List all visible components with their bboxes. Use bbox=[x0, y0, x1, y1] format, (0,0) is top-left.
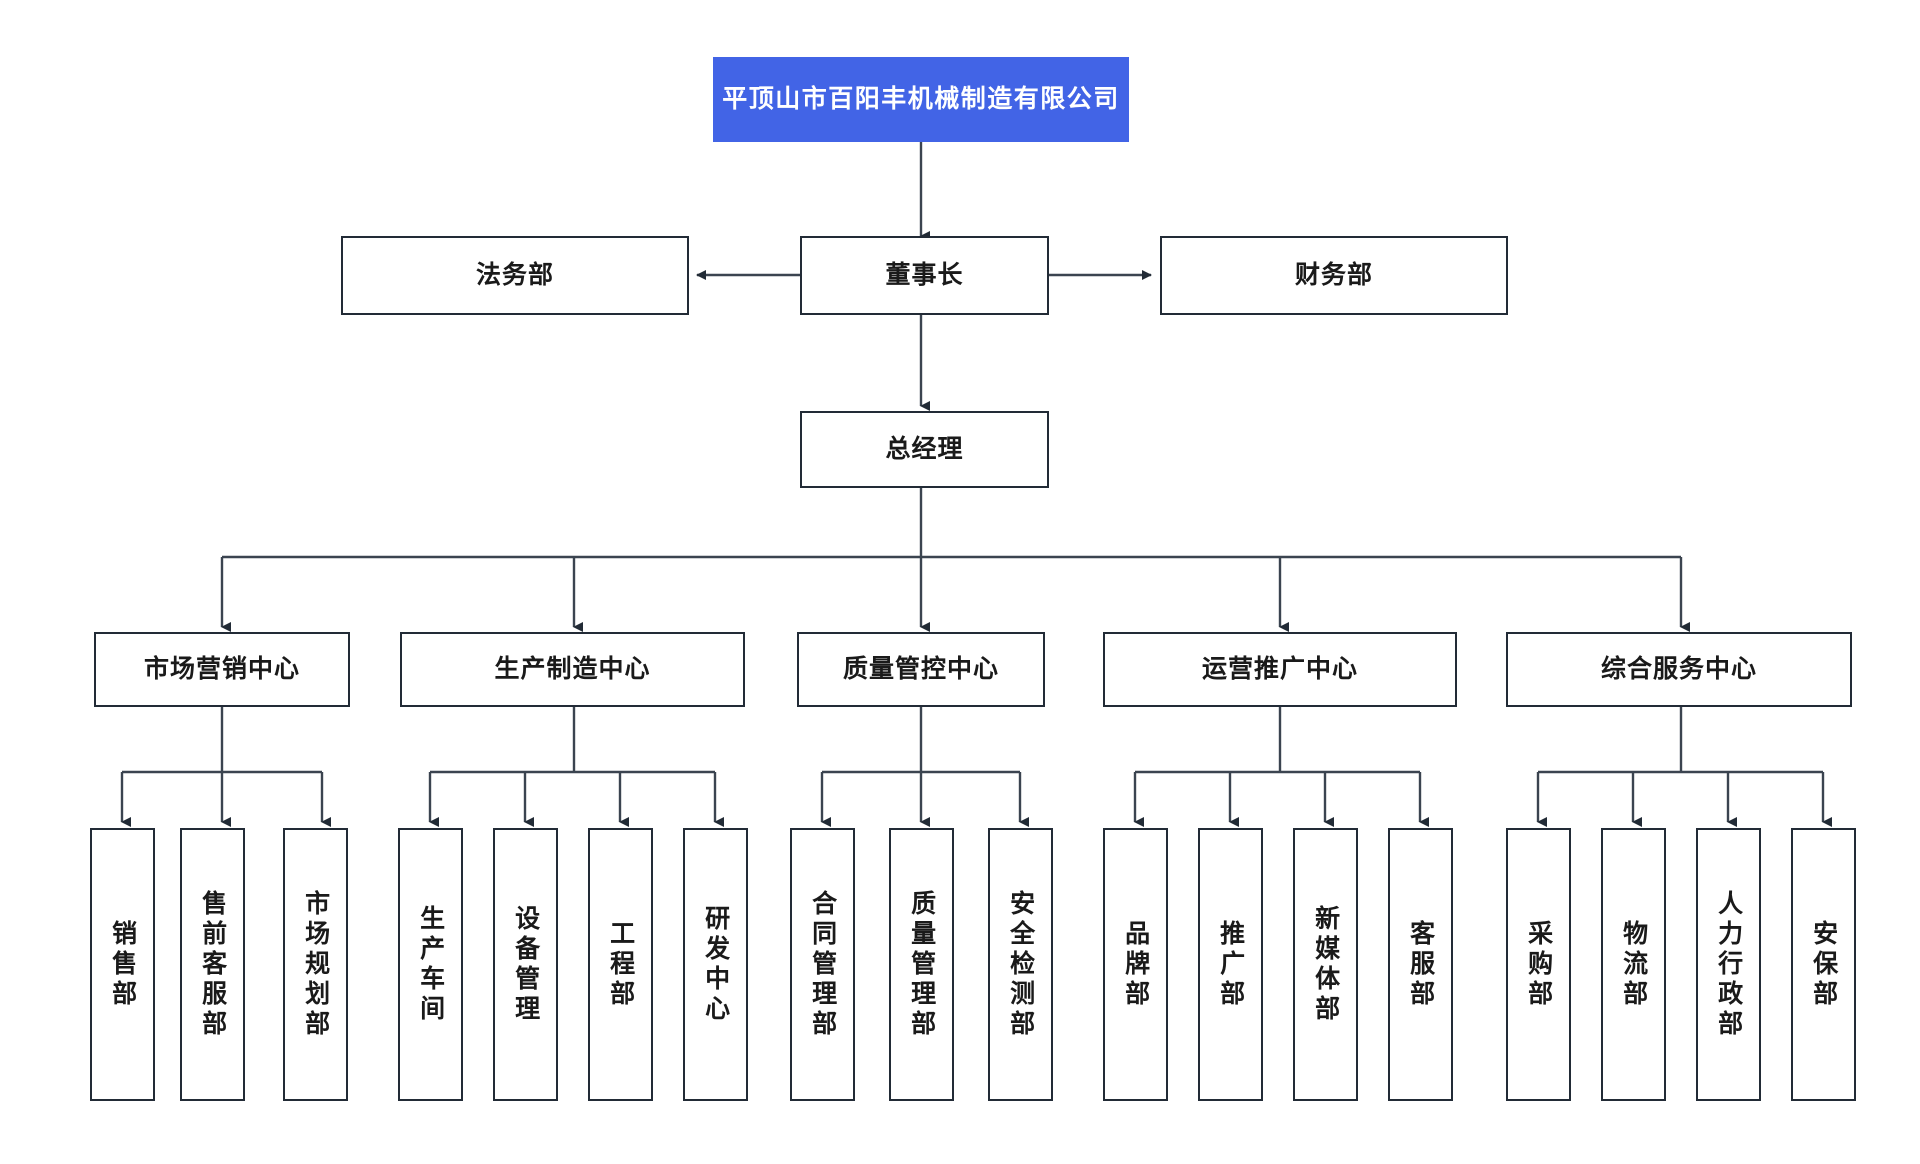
node-department-new-media[interactable]: 新媒体部 bbox=[1293, 828, 1358, 1101]
node-label: 质量管控中心 bbox=[842, 654, 999, 683]
node-label: 质量管理部 bbox=[907, 889, 936, 1040]
node-label: 综合服务中心 bbox=[1600, 654, 1757, 683]
node-department-security[interactable]: 安保部 bbox=[1791, 828, 1856, 1101]
node-label: 市场营销中心 bbox=[143, 654, 300, 683]
node-department-hr-admin[interactable]: 人力行政部 bbox=[1696, 828, 1761, 1101]
node-department-procurement[interactable]: 采购部 bbox=[1506, 828, 1571, 1101]
node-department-customer-service[interactable]: 客服部 bbox=[1388, 828, 1453, 1101]
node-label: 总经理 bbox=[885, 434, 964, 463]
node-label: 合同管理部 bbox=[808, 889, 837, 1040]
node-department-promotion[interactable]: 推广部 bbox=[1198, 828, 1263, 1101]
node-label: 安全检测部 bbox=[1006, 889, 1035, 1040]
node-department-logistics[interactable]: 物流部 bbox=[1601, 828, 1666, 1101]
node-label: 人力行政部 bbox=[1714, 889, 1743, 1040]
node-department-production-workshop[interactable]: 生产车间 bbox=[398, 828, 463, 1101]
node-department-contract-management[interactable]: 合同管理部 bbox=[790, 828, 855, 1101]
node-label: 研发中心 bbox=[701, 904, 730, 1025]
node-label: 财务部 bbox=[1294, 260, 1373, 289]
node-label: 工程部 bbox=[606, 919, 635, 1010]
node-label: 生产车间 bbox=[416, 904, 445, 1025]
node-center-general-services[interactable]: 综合服务中心 bbox=[1506, 632, 1852, 707]
node-label: 市场规划部 bbox=[301, 889, 330, 1040]
node-label: 生产制造中心 bbox=[494, 654, 651, 683]
node-department-brand[interactable]: 品牌部 bbox=[1103, 828, 1168, 1101]
node-department-engineering[interactable]: 工程部 bbox=[588, 828, 653, 1101]
node-label: 物流部 bbox=[1619, 919, 1648, 1010]
node-department-quality-management[interactable]: 质量管理部 bbox=[889, 828, 954, 1101]
node-label: 设备管理 bbox=[511, 904, 540, 1025]
node-department-sales[interactable]: 销售部 bbox=[90, 828, 155, 1101]
node-chairman[interactable]: 董事长 bbox=[800, 236, 1049, 315]
node-label: 董事长 bbox=[885, 260, 964, 289]
node-center-quality[interactable]: 质量管控中心 bbox=[797, 632, 1045, 707]
node-legal-department[interactable]: 法务部 bbox=[341, 236, 689, 315]
node-label: 推广部 bbox=[1216, 919, 1245, 1010]
node-label: 客服部 bbox=[1406, 919, 1435, 1010]
node-department-equipment-management[interactable]: 设备管理 bbox=[493, 828, 558, 1101]
node-center-operations[interactable]: 运营推广中心 bbox=[1103, 632, 1457, 707]
node-department-market-planning[interactable]: 市场规划部 bbox=[283, 828, 348, 1101]
node-label: 法务部 bbox=[475, 260, 554, 289]
node-label: 售前客服部 bbox=[198, 889, 227, 1040]
node-finance-department[interactable]: 财务部 bbox=[1160, 236, 1508, 315]
node-general-manager[interactable]: 总经理 bbox=[800, 411, 1049, 488]
node-center-marketing[interactable]: 市场营销中心 bbox=[94, 632, 350, 707]
node-center-manufacturing[interactable]: 生产制造中心 bbox=[400, 632, 745, 707]
node-label: 运营推广中心 bbox=[1201, 654, 1358, 683]
node-label: 销售部 bbox=[108, 919, 137, 1010]
node-department-rnd-center[interactable]: 研发中心 bbox=[683, 828, 748, 1101]
node-label: 品牌部 bbox=[1121, 919, 1150, 1010]
node-label: 采购部 bbox=[1524, 919, 1553, 1010]
node-department-presales-service[interactable]: 售前客服部 bbox=[180, 828, 245, 1101]
node-label: 平顶山市百阳丰机械制造有限公司 bbox=[722, 84, 1120, 113]
node-label: 新媒体部 bbox=[1311, 904, 1340, 1025]
node-department-safety-inspection[interactable]: 安全检测部 bbox=[988, 828, 1053, 1101]
node-company-root[interactable]: 平顶山市百阳丰机械制造有限公司 bbox=[713, 57, 1129, 142]
node-label: 安保部 bbox=[1809, 919, 1838, 1010]
